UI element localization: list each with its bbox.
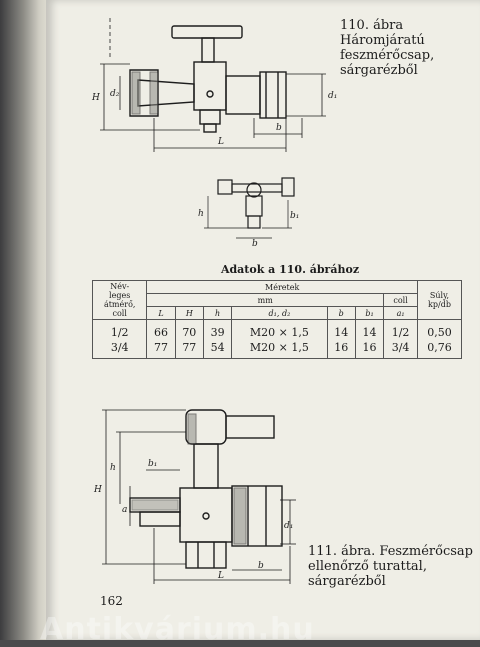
table-cell: M20 × 1,5 <box>231 340 328 359</box>
table-cell: 77 <box>146 340 176 359</box>
header-mm: mm <box>146 293 385 307</box>
watermark: Antikvárium.hu <box>40 612 315 647</box>
header-dimensions: Méretek <box>146 280 418 294</box>
col-header: H <box>174 306 204 320</box>
col-header: L <box>146 306 176 320</box>
dim-h-label: h <box>110 463 116 473</box>
dimensions-table: Név- leges átmérő, coll Méretek Súly, kp… <box>91 280 463 359</box>
header-nominal-diameter: Név- leges átmérő, coll <box>91 280 148 320</box>
dim-L-label: L <box>217 571 224 581</box>
table-cell: 77 <box>174 340 204 359</box>
caption-line: sárgarézből <box>308 574 386 589</box>
table-cell: 0,76 <box>416 340 463 359</box>
table-cell: 3/4 <box>91 340 148 359</box>
header-weight: Súly, kp/db <box>416 280 463 320</box>
figure-110-side-view: h b b₁ <box>198 177 299 248</box>
figure-111-drawing: H h b₁ a d₁ b L <box>93 409 296 584</box>
col-header: d₁, d₂ <box>231 306 328 320</box>
book-spine <box>0 0 52 640</box>
table-cell: 16 <box>354 340 385 359</box>
dim-b-label: b <box>258 561 264 571</box>
table-cell: 14 <box>354 319 385 340</box>
table-title: Adatok a 110. ábrához <box>220 263 360 276</box>
table-row: 3/4 77 77 54 M20 × 1,5 16 16 3/4 0,76 <box>91 340 463 359</box>
dim-H-label: H <box>91 93 100 103</box>
table-cell: M20 × 1,5 <box>231 319 328 340</box>
table-cell: 70 <box>174 319 204 340</box>
figure-110-caption: 110. ábra Háromjáratú feszmérőcsap, sárg… <box>340 18 470 78</box>
table-cell: 66 <box>146 319 176 340</box>
dim-d1-label: d₁ <box>328 91 337 101</box>
caption-line: 110. ábra <box>340 18 404 33</box>
table-cell: 1/2 <box>91 319 148 340</box>
figure-110-drawing: H d₂ d₁ b L <box>91 18 337 152</box>
dim-b1-label: b₁ <box>290 211 299 221</box>
dim-L-label: L <box>217 137 224 147</box>
caption-line: sárgarézből <box>340 63 418 78</box>
dim-d2-label: d₂ <box>110 89 120 99</box>
page-number: 162 <box>100 594 123 608</box>
caption-line: Háromjáratú <box>340 33 425 48</box>
dim-b-side-label: b <box>252 239 258 248</box>
table-cell: 3/4 <box>383 340 418 359</box>
figure-111-caption: 111. ábra. Feszmérőcsap ellenőrző turatt… <box>308 544 473 589</box>
dim-a-label: a <box>122 505 127 515</box>
table-cell: 14 <box>326 319 356 340</box>
dim-b1-label: b₁ <box>148 459 157 469</box>
col-header: b₁ <box>354 306 385 320</box>
table-row: 1/2 66 70 39 M20 × 1,5 14 14 1/2 0,50 <box>91 319 463 340</box>
caption-line: 111. ábra. Feszmérőcsap <box>308 544 473 559</box>
table-cell: 1/2 <box>383 319 418 340</box>
dim-d1-label: d₁ <box>284 521 293 531</box>
col-header: b <box>326 306 356 320</box>
col-header: a₁ <box>383 306 418 320</box>
dim-h-label: h <box>198 209 204 219</box>
dim-H-label: H <box>93 485 102 495</box>
table-cell: 0,50 <box>416 319 463 340</box>
dim-b-label: b <box>276 123 282 133</box>
table-cell: 39 <box>202 319 233 340</box>
table-cell: 54 <box>202 340 233 359</box>
col-header: h <box>202 306 233 320</box>
caption-line: ellenőrző turattal, <box>308 559 427 574</box>
header-coll: coll <box>383 293 418 307</box>
table-cell: 16 <box>326 340 356 359</box>
caption-line: feszmérőcsap, <box>340 48 435 63</box>
